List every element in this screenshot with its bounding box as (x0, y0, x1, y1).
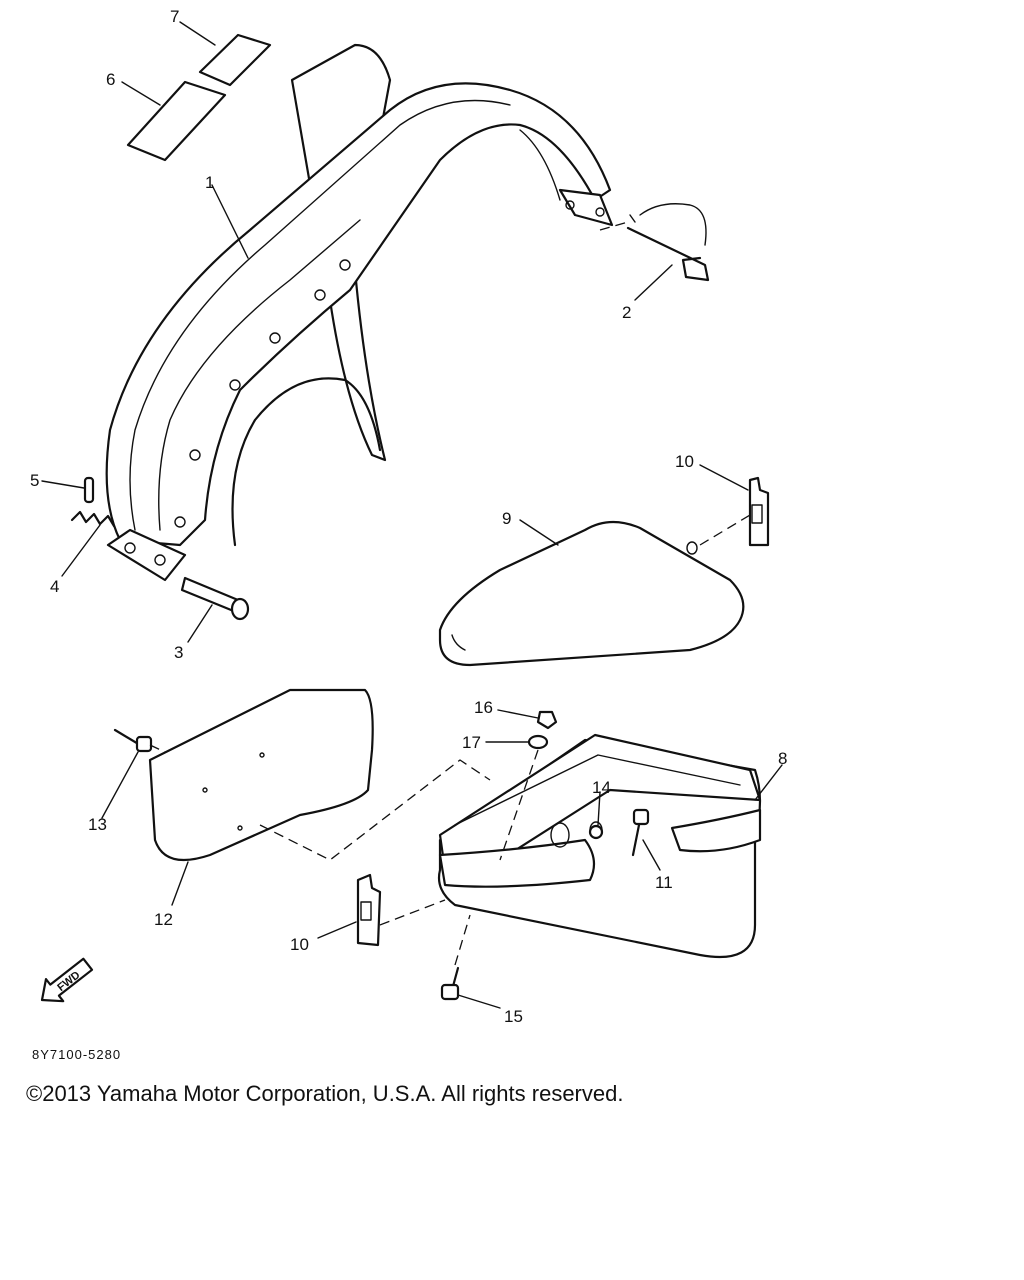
callout-14: 14 (592, 778, 611, 797)
callout-12: 12 (154, 910, 173, 929)
callout-10-upper: 10 (675, 452, 694, 471)
callout-15: 15 (504, 1007, 523, 1026)
cotter-pin (83, 476, 95, 504)
hook-clip (626, 203, 710, 282)
callout-3: 3 (174, 643, 183, 662)
hinge-bolt (180, 576, 250, 621)
spring (70, 510, 116, 528)
callout-8: 8 (778, 749, 787, 768)
side-cover-panel (148, 688, 374, 862)
fwd-arrow-icon: FWD (40, 957, 94, 1003)
callout-6: 6 (106, 70, 115, 89)
callout-17: 17 (462, 733, 481, 752)
decal-7 (198, 33, 272, 87)
callout-13: 13 (88, 815, 107, 834)
nut (536, 710, 558, 730)
copyright-notice: ©2013 Yamaha Motor Corporation, U.S.A. A… (26, 1081, 624, 1106)
callout-16: 16 (474, 698, 493, 717)
rear-fender (105, 43, 614, 582)
washer (527, 734, 549, 750)
callout-5: 5 (30, 471, 39, 490)
drawing-code: 8Y7100-5280 (32, 1047, 122, 1062)
storage-box (437, 733, 762, 959)
part-callouts: 1 2 3 4 5 6 7 8 9 10 10 11 12 13 14 15 1… (30, 7, 787, 1026)
panel-screw (113, 728, 153, 753)
decal-6 (126, 80, 227, 162)
callout-11: 11 (655, 873, 673, 892)
leader-lines (41, 21, 783, 1009)
grommet (588, 824, 604, 840)
seat-cushion (438, 520, 745, 667)
bolt-11 (631, 808, 650, 857)
assembly-lines (149, 221, 751, 966)
callout-1: 1 (205, 173, 214, 192)
callout-9: 9 (502, 509, 511, 528)
callout-7: 7 (170, 7, 179, 26)
latch-plate-lower (356, 873, 382, 947)
callout-10-lower: 10 (290, 935, 309, 954)
parts-diagram: 1 2 3 4 5 6 7 8 9 10 10 11 12 13 14 15 1… (30, 7, 787, 1026)
callout-2: 2 (622, 303, 631, 322)
latch-plate-upper (748, 476, 770, 547)
callout-4: 4 (50, 577, 59, 596)
bolt-15 (440, 966, 460, 1001)
